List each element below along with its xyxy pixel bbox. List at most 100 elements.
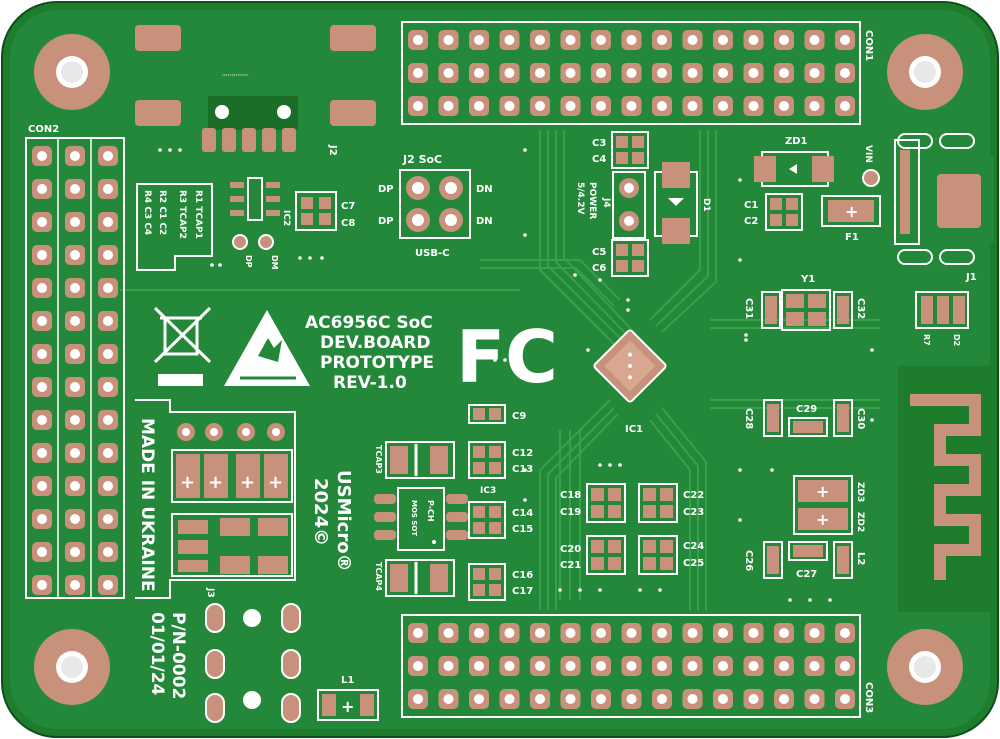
pin-drill	[809, 661, 820, 671]
via	[738, 178, 742, 182]
pin-drill	[443, 694, 454, 704]
vin-label: VIN	[863, 145, 873, 163]
fcc-logo-text: FC	[456, 315, 558, 399]
via	[658, 588, 662, 592]
vias	[158, 148, 874, 602]
pin-drill	[748, 694, 759, 704]
smd-pad	[135, 100, 181, 126]
pin-drill	[596, 35, 606, 45]
r7-d2-footprint: R7 D2	[915, 291, 969, 346]
con1-header: CON1	[401, 21, 874, 125]
mounting-hole-top-right	[887, 34, 963, 110]
pin-drill	[504, 35, 515, 45]
dm-small-label: DM	[270, 255, 279, 270]
pin-drill	[779, 68, 789, 78]
c20-label: C20	[560, 544, 581, 555]
j3-connector-block: + + + + J3	[135, 399, 296, 599]
pin-drill	[779, 628, 789, 638]
c3-label: C3	[592, 138, 606, 149]
d1-label: D1	[701, 198, 711, 212]
c17-label: C17	[512, 586, 533, 597]
pin-drill	[103, 580, 113, 590]
made-in-label: MADE IN UKRAINE	[137, 418, 157, 592]
pin-drill	[748, 661, 759, 671]
dn-label-bottom: DN	[476, 216, 493, 227]
f1-label: F1	[845, 232, 859, 243]
j2-small-connector: J2	[202, 96, 338, 156]
c19-label: C19	[560, 507, 581, 518]
pin-drill	[70, 151, 80, 161]
c21-label: C21	[560, 560, 581, 571]
date-label: 01/01/24	[147, 612, 167, 696]
c15-label: C15	[512, 524, 533, 535]
c7-c8-footprint	[295, 191, 337, 231]
smd-pad	[632, 136, 644, 148]
pin-drill	[687, 35, 698, 45]
via	[503, 358, 507, 362]
via	[158, 148, 162, 152]
pin-drill	[809, 694, 820, 704]
pin-drill	[596, 628, 606, 638]
pin-drill	[474, 628, 484, 638]
c22-label: C22	[683, 490, 704, 501]
pin-drill	[474, 68, 484, 78]
pin-drill	[565, 68, 576, 78]
smd-pad	[616, 260, 628, 272]
l2-footprint	[833, 541, 853, 579]
pin-drill	[103, 481, 113, 491]
smd-pad	[767, 546, 779, 574]
pin-drill	[413, 101, 423, 111]
y1-crystal: Y1 C31 C32	[743, 274, 866, 331]
mosfet-label: P-CH	[426, 500, 435, 522]
pin-drill	[718, 101, 728, 111]
pin-drill	[103, 283, 113, 293]
pin-drill	[687, 101, 698, 111]
plus-mark: +	[845, 202, 858, 221]
l1-inductor: L1 +	[317, 675, 379, 721]
c9-footprint	[468, 404, 506, 424]
pin-drill	[37, 349, 47, 359]
c12-c13-footprint	[468, 441, 506, 479]
via	[626, 308, 630, 312]
pin-drill	[103, 217, 113, 227]
pin-drill	[70, 547, 80, 557]
j2-soc-connector: J2 SoC DP DP DN DN USB-C	[378, 153, 493, 259]
via	[210, 263, 214, 267]
pin-drill	[809, 35, 820, 45]
pin-drill	[103, 514, 113, 524]
smd-pad	[616, 136, 628, 148]
pin-drill	[687, 628, 698, 638]
smd-pad	[837, 546, 849, 574]
c3-c4-footprint	[611, 131, 649, 169]
c24-c25-footprint: C24 C25	[638, 535, 704, 575]
c20-c21-footprint: C20 C21	[560, 535, 626, 575]
c6-label: C6	[592, 263, 606, 274]
c23-label: C23	[683, 507, 704, 518]
pin-drill	[840, 628, 850, 638]
pin-drill	[37, 547, 47, 557]
pin-drill	[535, 68, 545, 78]
tcap3-label: TCAP3	[374, 445, 383, 474]
l1-label: L1	[341, 675, 354, 686]
r1-tcap1-label: R1 TCAP1	[193, 190, 203, 239]
pin-drill	[37, 580, 47, 590]
dp-test-point	[232, 234, 248, 250]
smd-pad	[770, 198, 782, 210]
dp-label-bottom: DP	[378, 216, 394, 227]
pin-drill	[103, 151, 113, 161]
via	[744, 333, 748, 337]
smd-pad	[489, 522, 501, 534]
c2-label: C2	[744, 216, 758, 227]
zd1-zener: ZD1	[754, 136, 834, 187]
pin-drill	[565, 661, 576, 671]
smd-pad	[632, 244, 644, 256]
tiny-silk-text: R2 C1 C2	[157, 190, 167, 235]
pin-drill	[535, 628, 545, 638]
ic3-label: IC3	[480, 486, 496, 496]
pin-drill	[474, 661, 484, 671]
via	[523, 468, 527, 472]
c27-footprint	[788, 541, 828, 561]
tiny-silk-text: ··············	[222, 73, 249, 79]
pin-drill	[596, 661, 606, 671]
pin-drill	[504, 694, 515, 704]
